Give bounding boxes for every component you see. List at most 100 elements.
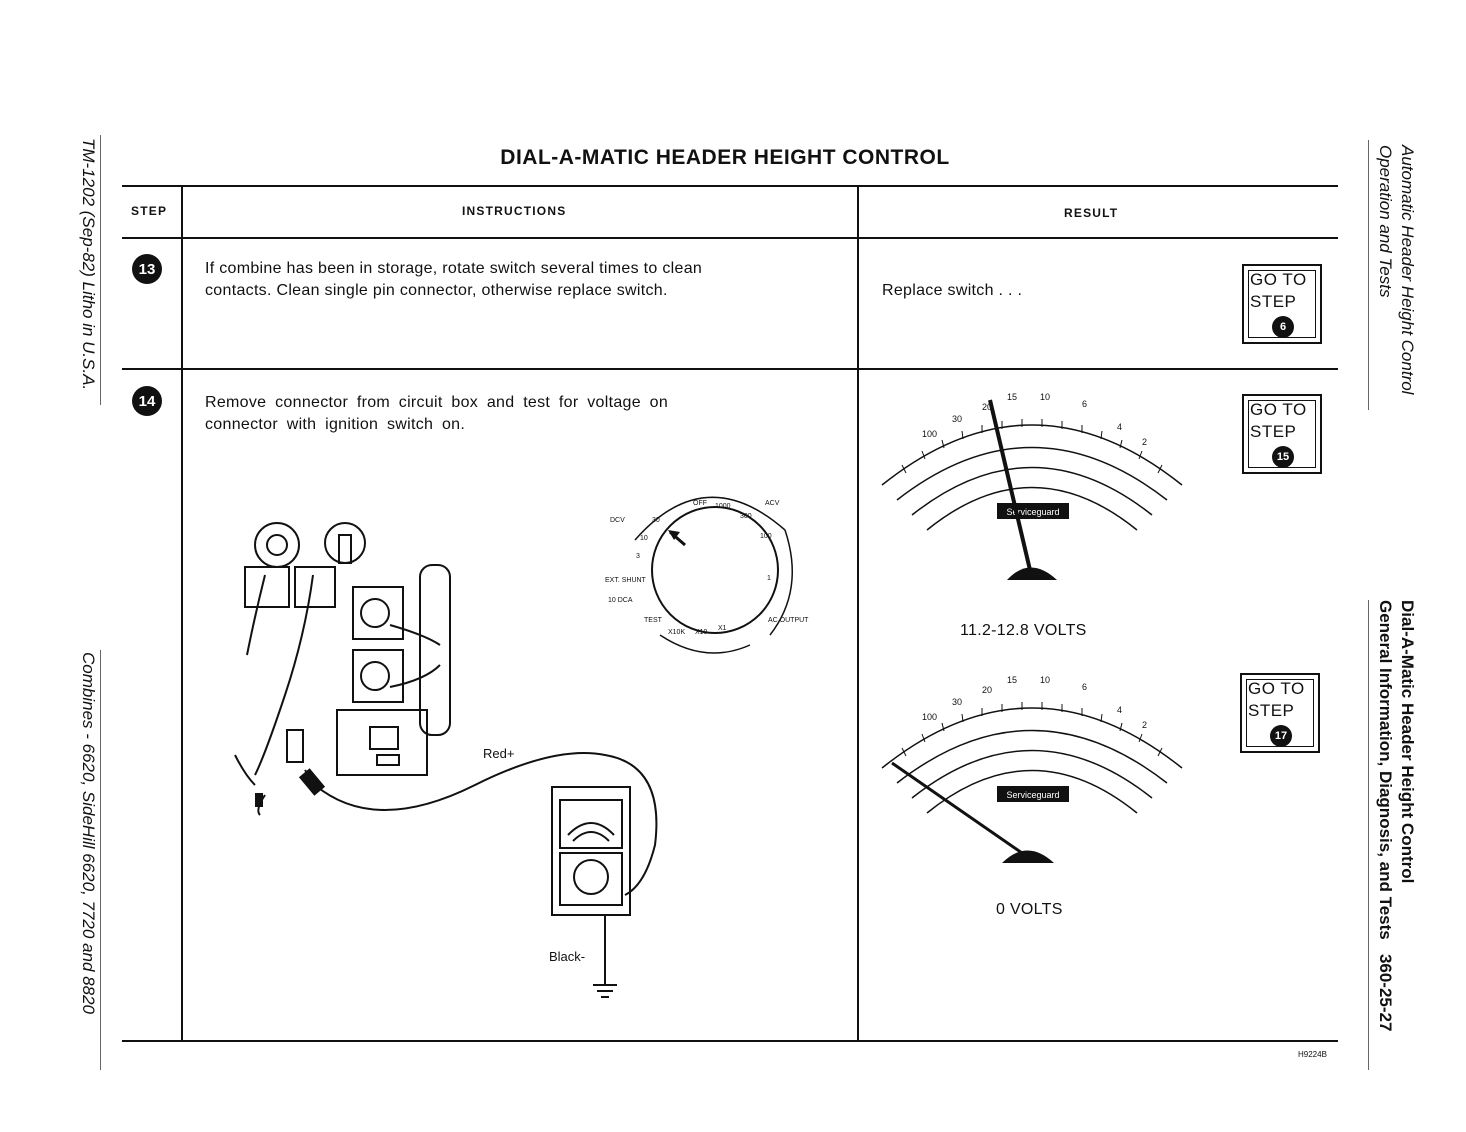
right-margin-rule-bottom — [1368, 600, 1369, 1070]
header-step: STEP — [131, 204, 168, 218]
scale-arc-3 — [911, 466, 1153, 516]
table-col-divider-1 — [181, 185, 183, 1042]
circuit-box — [336, 709, 428, 776]
svg-text:15: 15 — [1007, 675, 1017, 685]
left-margin-rule-bottom — [100, 650, 101, 1070]
step-13-result: Replace switch . . . — [882, 282, 1023, 299]
harness-plate-1 — [352, 586, 404, 640]
svg-text:10: 10 — [1040, 392, 1050, 402]
page-title: DIAL-A-MATIC HEADER HEIGHT CONTROL — [500, 146, 950, 169]
connector-plate-1 — [244, 566, 290, 608]
right-margin-chapter-subtitle: General Information, Diagnosis, and Test… — [1376, 600, 1395, 940]
svg-text:100: 100 — [922, 429, 937, 439]
step-13-badge: 13 — [132, 254, 162, 284]
scale-arc-2 — [896, 729, 1168, 784]
dial-knob — [651, 506, 779, 634]
step-13-instructions-line1: If combine has been in storage, rotate s… — [205, 260, 703, 277]
goto-step-number: 6 — [1272, 316, 1294, 338]
svg-text:30: 30 — [952, 414, 962, 424]
svg-text:1: 1 — [767, 575, 771, 582]
black-lead-label: Black- — [549, 949, 585, 964]
scale-arc-2 — [896, 446, 1168, 501]
right-margin-rule — [1368, 140, 1369, 410]
goto-step-number: 15 — [1272, 446, 1294, 468]
goto-label: GO TO — [1248, 679, 1305, 698]
goto-step-label: STEP — [1250, 292, 1297, 311]
brand-text: Serviceguard — [1006, 507, 1059, 517]
goto-step-17-box[interactable]: GO TO STEP 17 — [1240, 673, 1320, 753]
svg-text:20: 20 — [982, 402, 992, 412]
connector-plate-2 — [294, 566, 336, 608]
svg-text:100: 100 — [922, 712, 937, 722]
svg-text:DCV: DCV — [610, 517, 625, 524]
result-voltage-zero: 0 VOLTS — [996, 901, 1063, 918]
svg-text:15: 15 — [1007, 392, 1017, 402]
multimeter — [551, 786, 631, 916]
header-instructions: INSTRUCTIONS — [462, 204, 567, 218]
svg-text:AC OUTPUT: AC OUTPUT — [768, 617, 809, 624]
svg-text:X10K: X10K — [668, 629, 685, 636]
brand-text: Serviceguard — [1006, 790, 1059, 800]
svg-text:OFF: OFF — [693, 500, 707, 507]
goto-step-label: STEP — [1248, 701, 1295, 720]
figure-id: H9224B — [1298, 1050, 1327, 1059]
knob-2 — [324, 522, 366, 564]
knob-1 — [254, 522, 300, 568]
svg-text:30: 30 — [952, 697, 962, 707]
table-bottom-rule — [122, 1040, 1338, 1042]
brand-plate — [997, 786, 1069, 802]
right-margin-chapter-line2: General Information, Diagnosis, and Test… — [1374, 600, 1396, 1031]
left-margin-publication: TM-1202 (Sep-82) Litho in U.S.A. — [79, 138, 98, 391]
wire-loom — [419, 564, 451, 736]
goto-label: GO TO — [1250, 270, 1307, 289]
svg-text:TEST: TEST — [644, 617, 663, 624]
goto-step-label: STEP — [1250, 422, 1297, 441]
right-margin-section-line2: Operation and Tests — [1376, 145, 1395, 298]
red-test-lead — [314, 752, 658, 896]
step-13-instructions-line2: contacts. Clean single pin connector, ot… — [205, 282, 668, 299]
svg-text:30: 30 — [652, 517, 660, 524]
needle-pivot — [1007, 567, 1057, 580]
step-13-instructions: If combine has been in storage, rotate s… — [205, 258, 702, 302]
page-number: 360-25-27 — [1376, 953, 1395, 1032]
table-top-rule — [122, 185, 1338, 187]
right-margin-section: Automatic Header Height Control Operatio… — [1374, 145, 1418, 394]
scale-arc-3 — [911, 749, 1153, 799]
svg-text:ACV: ACV — [765, 500, 780, 507]
circuit-box-illustration: Red+ Black- — [234, 522, 658, 998]
multimeter-knob — [573, 859, 609, 895]
goto-step-number: 17 — [1270, 725, 1292, 747]
svg-text:4: 4 — [1117, 422, 1122, 432]
header-result: RESULT — [1064, 206, 1119, 220]
left-margin-models: Combines - 6620, SideHill 6620, 7720 and… — [79, 652, 98, 1014]
table-row-divider — [122, 368, 1338, 370]
svg-text:1000: 1000 — [715, 503, 731, 510]
right-margin-section-line1: Automatic Header Height Control — [1398, 145, 1417, 395]
svg-text:X1: X1 — [718, 625, 727, 632]
harness-plate-2 — [352, 649, 404, 703]
svg-text:6: 6 — [1082, 399, 1087, 409]
step-14-instructions-line1: Remove connector from circuit box and te… — [205, 394, 669, 411]
dial-pointer — [668, 530, 680, 540]
goto-step-6-box[interactable]: GO TO STEP 6 — [1242, 264, 1322, 344]
svg-text:100: 100 — [760, 533, 772, 540]
scale-arc-1 — [881, 707, 1183, 769]
step-14-badge: 14 — [132, 386, 162, 416]
goto-step-15-box[interactable]: GO TO STEP 15 — [1242, 394, 1322, 474]
table-header-rule — [122, 237, 1338, 239]
scale-arc-4 — [926, 769, 1138, 814]
single-pin-connector — [286, 729, 304, 763]
svg-text:10 DCA: 10 DCA — [608, 597, 633, 604]
needle — [891, 761, 1023, 855]
scale-arc-4 — [926, 486, 1138, 531]
svg-text:X10: X10 — [695, 629, 708, 636]
left-margin-rule — [100, 135, 101, 405]
svg-text:4: 4 — [1117, 705, 1122, 715]
right-margin-chapter-line1: Dial-A-Matic Header Height Control — [1398, 600, 1417, 884]
svg-text:3: 3 — [636, 553, 640, 560]
scale-arc-1 — [881, 424, 1183, 486]
result-voltage-ok: 11.2-12.8 VOLTS — [960, 622, 1087, 639]
table-col-divider-2 — [857, 185, 859, 1042]
